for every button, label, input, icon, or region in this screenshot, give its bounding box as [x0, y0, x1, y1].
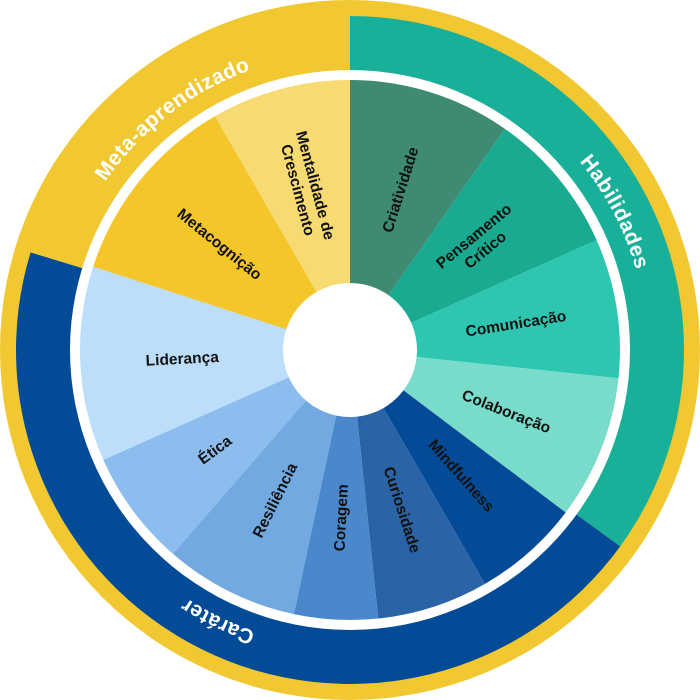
center-circle: [283, 283, 417, 417]
label-lideranca: Liderança: [145, 349, 219, 370]
segment-mentalidade-de-crescimento: [215, 80, 350, 299]
label-line: Coragem: [331, 484, 351, 552]
segment-coragem: [293, 408, 379, 620]
segment-etica: [103, 374, 311, 554]
competency-segments: [80, 80, 620, 620]
segment-comunicacao: [404, 240, 620, 379]
segment-pensamento-critico: [384, 128, 597, 326]
segment-colaboracao: [397, 356, 619, 513]
ring-habilidades: [350, 16, 684, 547]
label-line: Liderança: [145, 349, 219, 370]
segment-metacognicao: [93, 116, 320, 332]
label-coragem: Coragem: [331, 484, 351, 552]
segment-resiliencia: [172, 395, 338, 615]
ring-carater: [15, 252, 621, 685]
segment-curiosidade: [356, 401, 485, 619]
segment-criatividade: [350, 80, 505, 301]
segment-mindfulness: [380, 386, 566, 584]
segment-lideranca: [80, 266, 296, 460]
